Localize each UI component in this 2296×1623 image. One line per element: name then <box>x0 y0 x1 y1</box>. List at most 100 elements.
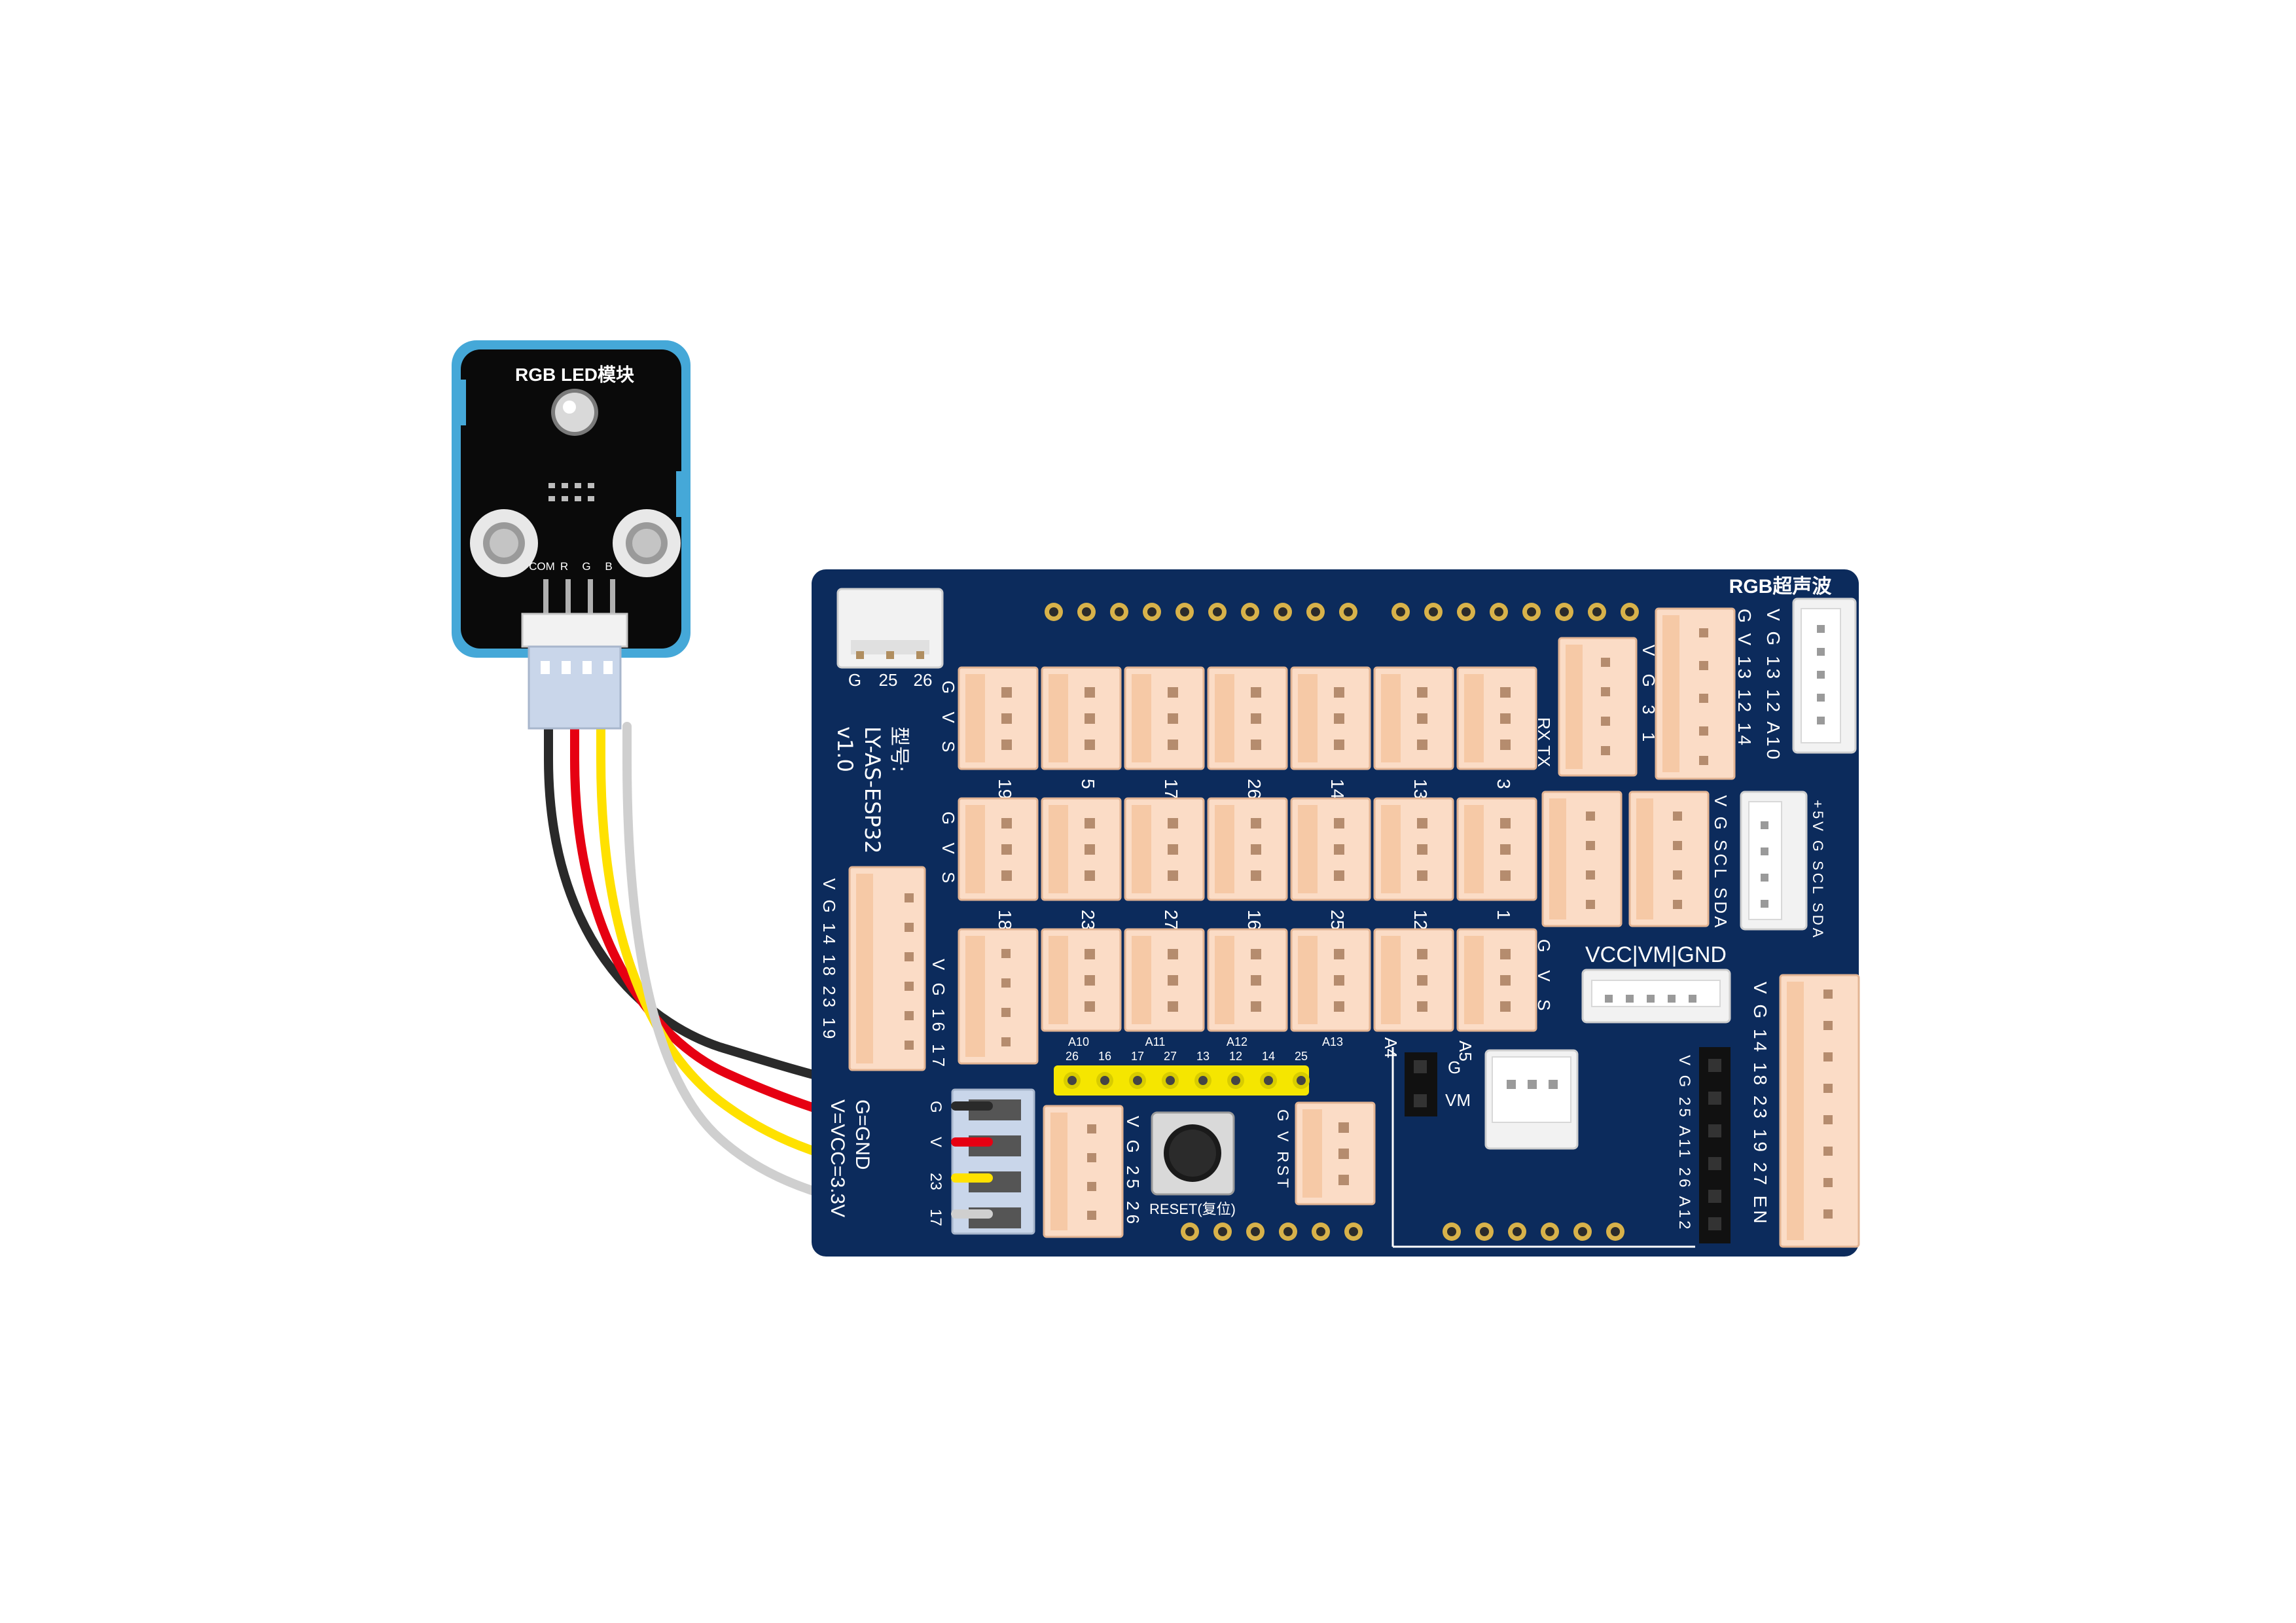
svg-text:V G 25 A11 26 A12: V G 25 A11 26 A12 <box>1676 1055 1693 1232</box>
svg-text:G V S: G V S <box>1534 939 1554 1017</box>
right-black-header <box>1699 1047 1731 1243</box>
svg-text:A5: A5 <box>1456 1041 1475 1061</box>
reset-button[interactable] <box>1151 1111 1235 1196</box>
svg-text:12: 12 <box>1229 1050 1242 1063</box>
svg-text:19: 19 <box>995 779 1015 799</box>
row1-numbers: 19 5 17 26 14 13 3 <box>995 779 1514 799</box>
yellow-header <box>1054 1065 1310 1096</box>
mount-hole-left <box>470 509 538 577</box>
a5-label: A5 <box>1456 1041 1475 1061</box>
svg-text:1: 1 <box>1494 910 1514 920</box>
svg-text:17: 17 <box>1131 1050 1144 1063</box>
rgb-connector-vertical-b <box>1655 607 1736 780</box>
right-tall-connector <box>1779 974 1860 1248</box>
svg-text:13: 13 <box>1410 779 1431 799</box>
model-version: v1.0 <box>833 726 857 772</box>
svg-text:G V S: G V S <box>939 681 958 758</box>
g-label: G <box>1448 1058 1461 1077</box>
pin-label-b: B <box>605 560 612 573</box>
svg-text:17: 17 <box>927 1209 944 1226</box>
rgb-row-label-2: G V 13 12 14 <box>1734 609 1755 748</box>
i2c-socket-b <box>1628 791 1710 927</box>
svg-text:14: 14 <box>1262 1050 1275 1063</box>
svg-text:14: 14 <box>1327 779 1348 799</box>
svg-text:V G 16 17: V G 16 17 <box>929 959 948 1071</box>
wire-ends <box>951 1101 993 1219</box>
svg-text:23: 23 <box>927 1173 944 1190</box>
svg-text:26: 26 <box>1066 1050 1079 1063</box>
gvs-row2-label: G V S <box>939 812 958 889</box>
top-left-label-26: 26 <box>914 670 933 690</box>
socket-row-1 <box>958 666 1537 770</box>
i2c-socket-a <box>1541 791 1623 927</box>
svg-text:RX TX: RX TX <box>1534 717 1554 767</box>
model-label: 型号: <box>888 726 910 772</box>
socket-rst <box>1295 1101 1376 1205</box>
a5-white-connector <box>1484 1049 1579 1150</box>
vcc-connector <box>1581 969 1731 1024</box>
gvs-row3-label: G V S <box>1534 939 1554 1017</box>
svg-text:27: 27 <box>1161 910 1181 930</box>
i2c-white-connector <box>1740 791 1808 931</box>
rgb-connector-vertical-a <box>1558 637 1638 777</box>
vm-label: VM <box>1445 1090 1471 1110</box>
i2c-label: +5V G SCL SDA <box>1810 800 1826 940</box>
left-column-connector <box>848 866 926 1071</box>
pin-label-com: COM <box>529 560 555 573</box>
model-label-block: 型号: LY-AS-ESP32 v1.0 <box>833 726 910 853</box>
top-left-label-25: 25 <box>879 670 898 690</box>
svg-text:V G 25 26: V G 25 26 <box>1123 1116 1143 1228</box>
svg-text:A11: A11 <box>1145 1035 1166 1048</box>
svg-text:G V RST: G V RST <box>1274 1109 1291 1190</box>
rgb-row-label-1: V G 13 12 A10 <box>1763 609 1784 762</box>
mount-hole-right <box>613 509 681 577</box>
svg-text:A12: A12 <box>1227 1035 1247 1048</box>
connector-g-25-26: G 25 26 <box>836 588 944 690</box>
svg-text:G V 13 12 14: G V 13 12 14 <box>1734 609 1755 748</box>
vcc-vm-gnd-label: VCC|VM|GND <box>1585 942 1727 967</box>
svg-text:G: G <box>927 1101 944 1113</box>
svg-text:G V S: G V S <box>939 812 958 889</box>
module-connector <box>521 579 628 730</box>
svg-text:V G 13 12 A10: V G 13 12 A10 <box>1763 609 1784 762</box>
pin-label-r: R <box>560 560 568 573</box>
svg-text:27: 27 <box>1164 1050 1177 1063</box>
top-left-label-g: G <box>848 670 861 690</box>
rgb-ultrasonic-label: RGB超声波 <box>1729 576 1833 597</box>
svg-text:3: 3 <box>1494 779 1514 789</box>
left-column-label: V G 14 18 23 19 <box>819 878 839 1041</box>
board-wire-connector <box>951 1088 1035 1235</box>
svg-text:V G SCL SDA: V G SCL SDA <box>1711 795 1731 930</box>
pin-label-g: G <box>582 560 590 573</box>
svg-text:V G 14 18 23 19 27 EN: V G 14 18 23 19 27 EN <box>1750 982 1770 1226</box>
led-icon <box>551 389 598 436</box>
svg-text:A13: A13 <box>1322 1035 1343 1048</box>
vg1617-label: V G 16 17 <box>929 959 948 1071</box>
svg-text:18: 18 <box>995 910 1015 930</box>
svg-text:16: 16 <box>1244 910 1265 930</box>
right-outer-label: V G 14 18 23 19 27 EN <box>1750 982 1770 1226</box>
vgsclsda-label: V G SCL SDA <box>1711 795 1731 930</box>
rgb-led-module: RGB LED模块 COM R G B <box>452 340 691 730</box>
rxtx-label: RX TX <box>1534 717 1554 767</box>
a4-label: A4 <box>1381 1037 1401 1058</box>
expansion-board: G 25 26 型号: LY-AS-ESP32 v1.0 G V S G V S <box>812 569 1860 1257</box>
svg-text:A4: A4 <box>1381 1037 1401 1058</box>
svg-text:+5V G SCL SDA: +5V G SCL SDA <box>1810 800 1826 940</box>
module-pin-labels: COM R G B <box>529 560 613 573</box>
svg-text:25: 25 <box>1327 910 1348 930</box>
svg-text:23: 23 <box>1078 910 1098 930</box>
svg-text:17: 17 <box>1161 779 1181 799</box>
gnd-vcc-notes: G=GND V=VCC=3.3V <box>827 1099 873 1217</box>
wire-connector-labels: G V 23 17 <box>927 1101 944 1226</box>
rgb-white-connector <box>1792 597 1857 754</box>
svg-text:A10: A10 <box>1068 1035 1089 1048</box>
socket-vg2526 <box>1043 1105 1124 1238</box>
vg2526-label: V G 25 26 <box>1123 1116 1143 1228</box>
header-pin-numbers: 26 16 17 27 13 12 14 25 <box>1066 1050 1308 1063</box>
gvrst-label: G V RST <box>1274 1109 1291 1190</box>
svg-text:25: 25 <box>1295 1050 1308 1063</box>
svg-text:V G 14 18 23 19: V G 14 18 23 19 <box>819 878 839 1041</box>
svg-text:26: 26 <box>1244 779 1265 799</box>
socket-row-2 <box>958 797 1537 901</box>
